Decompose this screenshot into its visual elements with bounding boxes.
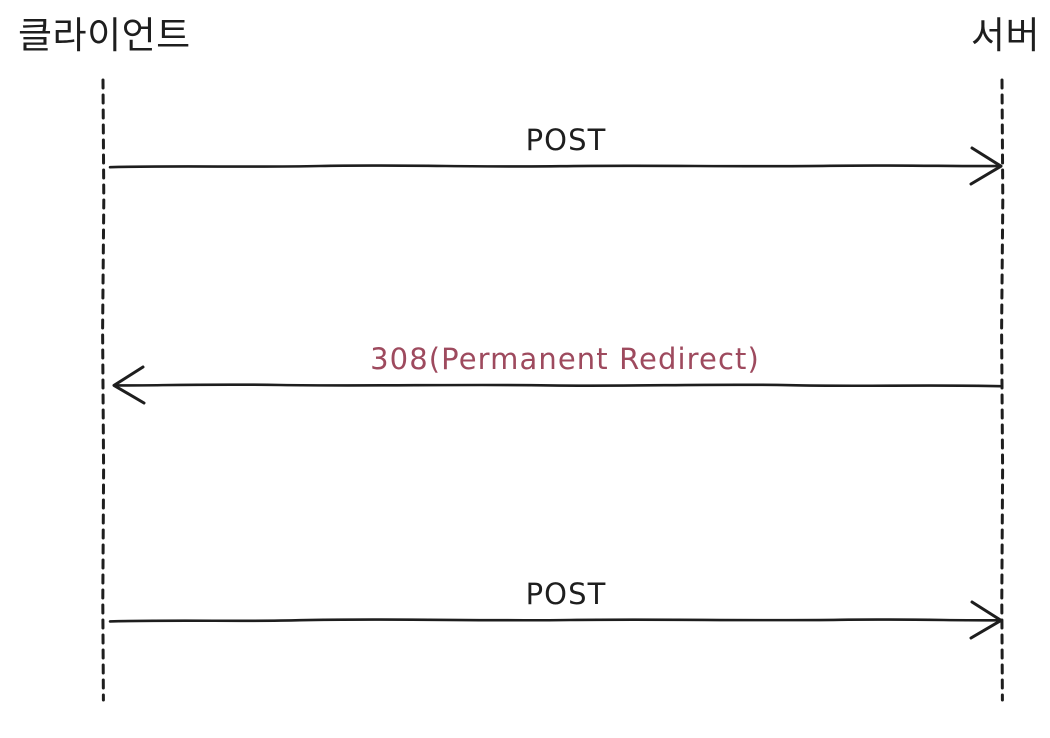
- message-redirect-308: 308(Permanent Redirect): [112, 342, 1002, 405]
- lifeline-server: [1000, 78, 1005, 702]
- participant-label-server: 서버: [971, 14, 1040, 57]
- message-post-1: POST: [108, 123, 1003, 186]
- arrowhead-right-post-1: [969, 146, 1003, 186]
- lifeline-client: [101, 78, 106, 702]
- participant-label-client: 클라이언트: [18, 14, 191, 57]
- message-line-post-1: [108, 164, 1002, 169]
- arrowhead-right-post-2: [969, 600, 1003, 640]
- message-label-post-2: POST: [526, 577, 607, 611]
- message-post-2: POST: [108, 577, 1003, 640]
- message-label-redirect-308: 308(Permanent Redirect): [370, 342, 760, 376]
- message-line-post-2: [108, 618, 1002, 623]
- arrowhead-left-redirect-308: [112, 365, 146, 405]
- message-line-redirect-308: [113, 383, 1002, 388]
- message-label-post-1: POST: [526, 123, 607, 157]
